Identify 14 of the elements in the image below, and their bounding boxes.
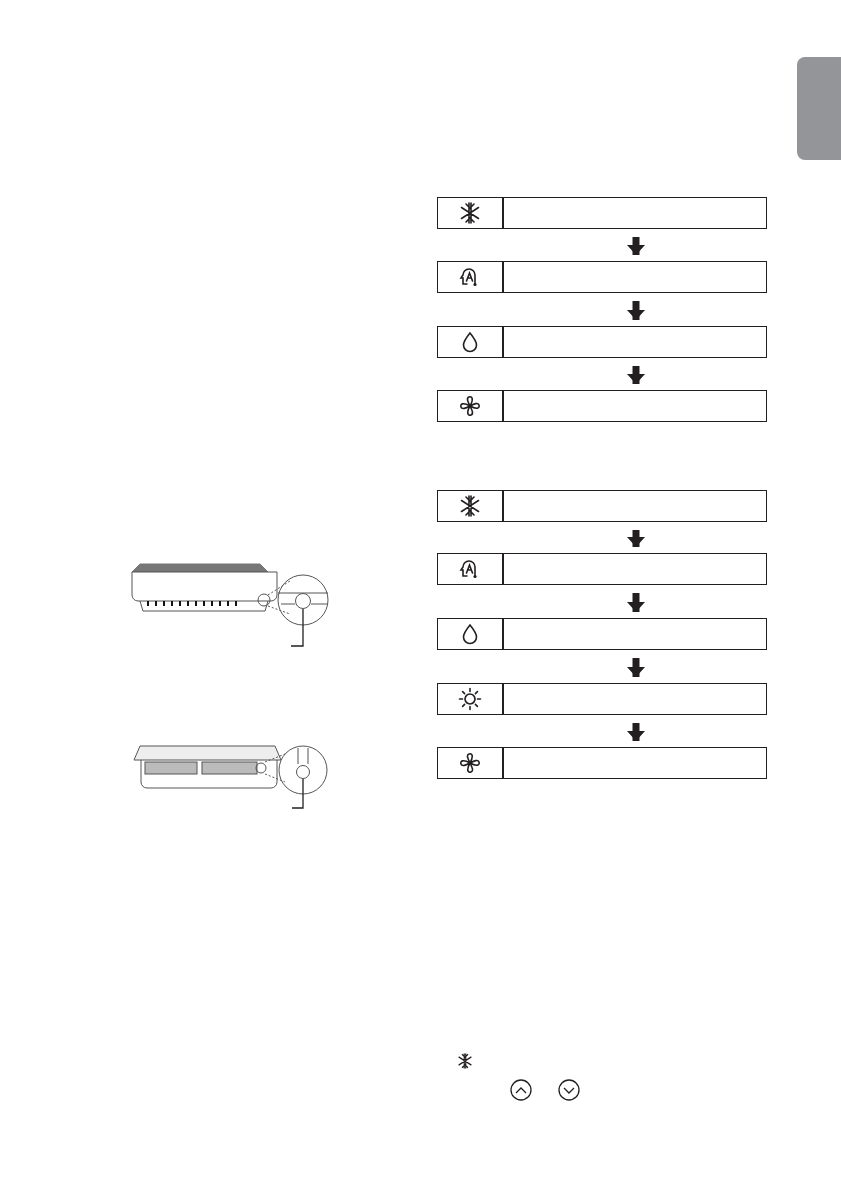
leader-line bbox=[291, 778, 304, 809]
mode-row bbox=[437, 618, 767, 650]
mode-row bbox=[437, 747, 767, 779]
mode-row bbox=[437, 390, 767, 422]
mode-row bbox=[437, 553, 767, 585]
mode-row bbox=[437, 261, 767, 293]
button-part bbox=[295, 593, 311, 609]
mode-row bbox=[437, 490, 767, 522]
mode-row bbox=[437, 197, 767, 229]
tab-marker bbox=[797, 57, 841, 160]
mode-row bbox=[437, 683, 767, 715]
leader-line bbox=[290, 608, 304, 647]
mode-row bbox=[437, 326, 767, 358]
button-part bbox=[296, 765, 310, 779]
